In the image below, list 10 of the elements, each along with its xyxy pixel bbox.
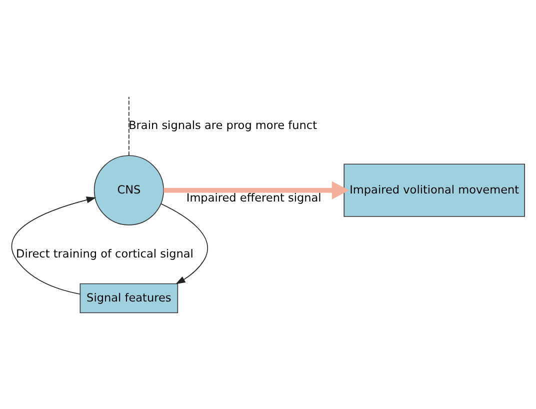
arrow <box>160 203 208 284</box>
edge-label: Impaired efferent signal <box>186 192 322 205</box>
arrow <box>164 181 350 200</box>
node-box: Impaired volitional movement <box>344 164 526 217</box>
connector <box>128 96 130 156</box>
node-circle: CNS <box>94 155 164 226</box>
node-box: Signal features <box>80 283 178 314</box>
edge-label: Brain signals are prog more funct <box>128 119 318 132</box>
edge-label: Direct training of cortical signal <box>16 247 194 260</box>
arrow <box>11 196 96 295</box>
